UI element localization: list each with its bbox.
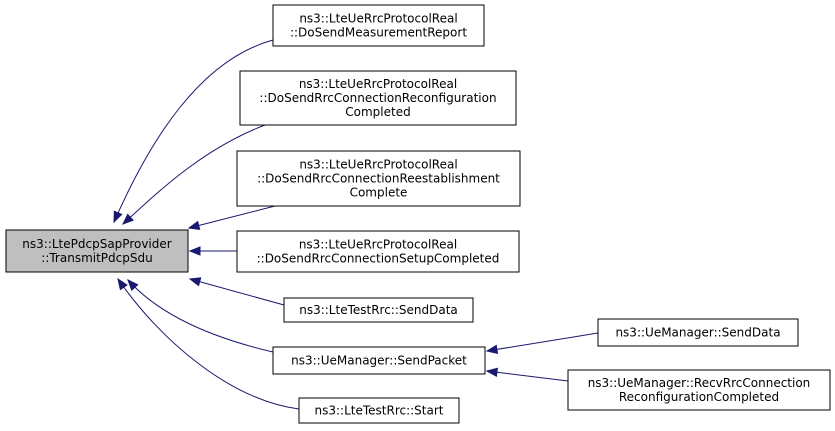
arrow-head-icon — [122, 213, 134, 225]
edge-line — [127, 279, 274, 353]
node-label-line: ReconfigurationCompleted — [619, 390, 779, 404]
node-label-line: ns3::LteUeRrcProtocolReal — [299, 158, 457, 172]
edge-setup-to-root — [188, 246, 237, 256]
edge-line — [486, 370, 569, 382]
node-label-line: ns3::LteUeRrcProtocolReal — [299, 12, 457, 26]
node-label-line: ::DoSendMeasurementReport — [290, 26, 467, 40]
node-box — [597, 318, 799, 347]
edge-reconf-to-root — [122, 124, 266, 225]
edge-line — [486, 332, 599, 352]
node-setup[interactable]: ns3::LteUeRrcProtocolReal::DoSendRrcConn… — [236, 230, 520, 273]
node-teststart[interactable]: ns3::LteTestRrc::Start — [298, 397, 460, 424]
edge-line — [113, 39, 274, 223]
node-label-line: ::DoSendRrcConnectionSetupCompleted — [257, 252, 500, 266]
arrow-head-icon — [188, 277, 202, 287]
node-label-line: ns3::UeManager::SendPacket — [291, 354, 467, 368]
node-label-line: ns3::UeManager::RecvRrcConnection — [588, 376, 811, 390]
edge-line — [188, 205, 276, 229]
edge-testsend-to-root — [188, 277, 285, 306]
arrow-head-icon — [127, 278, 139, 291]
edge-reest-to-root — [187, 205, 276, 230]
node-box — [298, 397, 460, 424]
node-uesend[interactable]: ns3::UeManager::SendData — [597, 318, 799, 347]
node-measurement[interactable]: ns3::LteUeRrcProtocolReal::DoSendMeasure… — [272, 4, 485, 47]
edge-uerecv-to-sendpacket — [485, 367, 569, 382]
node-box — [236, 150, 521, 207]
edge-teststart-to-root — [117, 277, 300, 410]
arrow-head-icon — [113, 210, 123, 224]
edge-sendpacket-to-root — [127, 278, 274, 353]
node-box — [5, 229, 189, 273]
edge-uesend-to-sendpacket — [485, 332, 599, 354]
node-label-line: ns3::LteTestRrc::Start — [315, 404, 444, 418]
arrow-head-icon — [117, 277, 128, 291]
node-label-line: ::TransmitPdcpSdu — [41, 251, 152, 265]
node-testsend[interactable]: ns3::LteTestRrc::SendData — [283, 297, 474, 323]
node-box — [567, 369, 831, 411]
node-label-line: ns3::LteUeRrcProtocolReal — [299, 238, 457, 252]
node-reconf[interactable]: ns3::LteUeRrcProtocolReal::DoSendRrcConn… — [239, 70, 517, 126]
node-box — [283, 297, 474, 323]
node-label-line: ns3::LteTestRrc::SendData — [299, 303, 458, 317]
node-box — [236, 230, 520, 273]
node-uerecv[interactable]: ns3::UeManager::RecvRrcConnectionReconfi… — [567, 369, 831, 411]
node-box — [272, 4, 485, 47]
edge-line — [189, 278, 285, 306]
arrow-head-icon — [485, 344, 499, 354]
node-label-line: ::DoSendRrcConnectionReestablishment — [257, 172, 500, 186]
arrow-head-icon — [485, 367, 499, 377]
node-sendpacket[interactable]: ns3::UeManager::SendPacket — [272, 346, 486, 375]
node-reest[interactable]: ns3::LteUeRrcProtocolReal::DoSendRrcConn… — [236, 150, 521, 207]
edge-line — [122, 124, 266, 225]
node-box — [272, 346, 486, 375]
node-label-line: ns3::LteUeRrcProtocolReal — [299, 77, 457, 91]
arrow-head-icon — [188, 246, 201, 256]
edge-measurement-to-root — [113, 39, 274, 224]
node-label-line: Complete — [350, 186, 408, 200]
nodes: ns3::LtePdcpSapProvider::TransmitPdcpSdu… — [5, 4, 831, 424]
arrow-head-icon — [187, 220, 201, 230]
node-label-line: ns3::UeManager::SendData — [615, 326, 780, 340]
node-label-line: ::DoSendRrcConnectionReconfiguration — [259, 91, 496, 105]
edges — [113, 39, 599, 410]
node-box — [239, 70, 517, 126]
node-root[interactable]: ns3::LtePdcpSapProvider::TransmitPdcpSdu — [5, 229, 189, 273]
node-label-line: Completed — [345, 105, 410, 119]
node-label-line: ns3::LtePdcpSapProvider — [22, 237, 171, 251]
edge-line — [117, 278, 300, 410]
